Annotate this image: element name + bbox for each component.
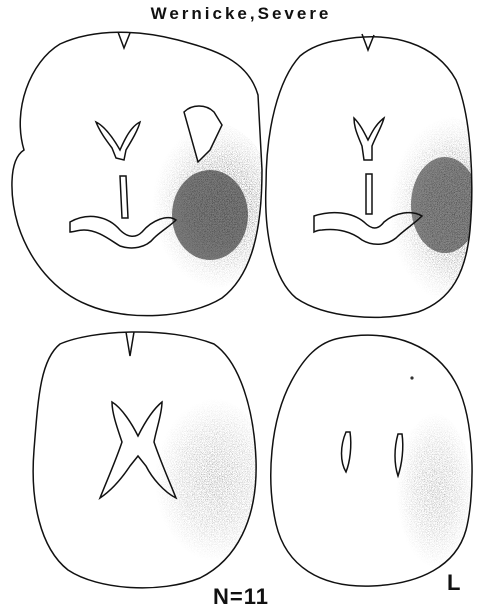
brain-slice-3 bbox=[33, 332, 272, 588]
lesion-area-2 bbox=[372, 115, 482, 305]
brain-slice-2 bbox=[266, 34, 482, 317]
third-ventricle-1 bbox=[120, 176, 128, 218]
sample-count-label: N=11 bbox=[0, 584, 482, 610]
midline-notch-1 bbox=[118, 32, 130, 48]
ventricle-frontal-1 bbox=[96, 122, 140, 160]
brain-slice-4 bbox=[271, 335, 472, 586]
midline-notch-3 bbox=[126, 332, 134, 356]
brain-slice-1 bbox=[12, 32, 275, 316]
third-ventricle-2 bbox=[366, 174, 372, 214]
ventricle-left-4 bbox=[342, 432, 351, 472]
lesion-area-3 bbox=[148, 398, 272, 562]
ventricle-frontal-2 bbox=[354, 118, 384, 160]
speck-dot-4 bbox=[410, 376, 413, 379]
